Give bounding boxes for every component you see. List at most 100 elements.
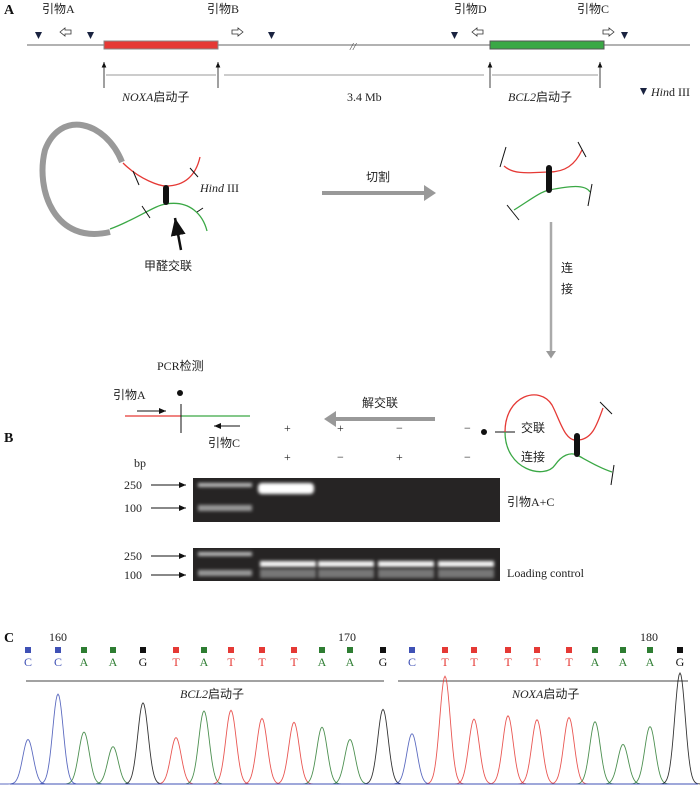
base-call-T: T xyxy=(227,655,235,669)
peak-T xyxy=(261,721,327,785)
primer-a-arrow-icon xyxy=(59,27,72,37)
base-call-marker xyxy=(291,647,297,653)
chromatogram xyxy=(0,671,700,785)
ladder-band-250 xyxy=(198,483,252,487)
base-call-T: T xyxy=(565,655,573,669)
ladder-band-100 xyxy=(198,505,252,511)
gel1-label: 引物A+C xyxy=(507,495,554,509)
base-call-marker xyxy=(592,647,598,653)
base-call-C: C xyxy=(54,655,62,669)
promoter-boundaries xyxy=(101,61,603,88)
ligation-sign-lane-3: + xyxy=(396,450,403,464)
peak-T xyxy=(536,716,602,785)
hindiii-sites xyxy=(35,32,628,39)
cut-fragments-diagram xyxy=(499,141,593,221)
reverse-crosslink-label: 解交联 xyxy=(362,395,398,410)
position-180: 180 xyxy=(640,630,658,644)
primer-b-label: 引物B xyxy=(207,2,239,16)
base-call-marker xyxy=(201,647,207,653)
gel-band-lower-lane-4 xyxy=(438,569,494,578)
crosslinked-loop-diagram xyxy=(39,121,208,251)
primer-direction-arrows xyxy=(59,27,615,37)
noxa-region-label: NOXA启动子 xyxy=(511,687,579,701)
peak-G xyxy=(350,708,416,785)
peak-T xyxy=(229,717,295,785)
hindiii-site-icon xyxy=(451,32,458,39)
base-call-T: T xyxy=(533,655,541,669)
gel-loading-control xyxy=(193,548,500,581)
primer-c-arrow-icon xyxy=(602,27,615,37)
base-call-marker xyxy=(55,647,61,653)
base-call-marker xyxy=(228,647,234,653)
ladder-band-250 xyxy=(198,552,252,556)
peak-A xyxy=(590,743,656,785)
base-call-marker xyxy=(566,647,572,653)
peak-T xyxy=(143,737,209,785)
base-call-marker xyxy=(505,647,511,653)
base-call-marker xyxy=(380,647,386,653)
ligation-sign-lane-4: − xyxy=(464,450,471,464)
bcl2-promoter-box xyxy=(489,40,605,50)
base-call-marker xyxy=(534,647,540,653)
base-call-marker xyxy=(409,647,415,653)
hindiii-site-icon xyxy=(35,32,42,39)
base-call-A: A xyxy=(109,655,118,669)
ligate-step-label-2: 接 xyxy=(561,281,573,296)
base-call-marker xyxy=(647,647,653,653)
base-call-A: A xyxy=(619,655,628,669)
hindiii-legend-icon xyxy=(640,88,647,95)
gel-band-lane-1 xyxy=(258,483,314,494)
pcr-primer-c-label: 引物C xyxy=(208,436,240,450)
base-call-T: T xyxy=(504,655,512,669)
peak-T xyxy=(504,718,570,785)
base-call-T: T xyxy=(290,655,298,669)
base-call-marker xyxy=(471,647,477,653)
panel-b: B ++−−+−+− 交联 连接 bp 250 100 引物A+C 250 10… xyxy=(4,420,585,582)
ligation-sign-lane-1: + xyxy=(284,450,291,464)
distance-label: 3.4 Mb xyxy=(347,90,382,104)
base-call-T: T xyxy=(470,655,478,669)
gel2-label: Loading control xyxy=(507,566,585,580)
pcr-primer-a-label: 引物A xyxy=(113,388,146,402)
base-call-A: A xyxy=(80,655,89,669)
panel-a: A 引物A 引物B 引物D 引物C // xyxy=(4,2,690,486)
ligation-sign-lane-2: − xyxy=(337,450,344,464)
ligation-row-label: 连接 xyxy=(521,449,545,464)
crosslink-row-label: 交联 xyxy=(521,420,545,435)
base-call-A: A xyxy=(200,655,209,669)
base-call-A: A xyxy=(318,655,327,669)
gel-band-lane-3 xyxy=(378,561,434,567)
gel-primer-ac xyxy=(193,478,500,522)
base-call-marker xyxy=(319,647,325,653)
base-call-C: C xyxy=(24,655,32,669)
cut-step-label: 切割 xyxy=(366,169,390,184)
peak-T xyxy=(198,709,264,785)
gel1-marker-100: 100 xyxy=(124,501,142,515)
crosslink-sign-lane-3: − xyxy=(396,421,403,435)
base-call-G: G xyxy=(379,655,388,669)
base-call-marker xyxy=(140,647,146,653)
crosslink-sign-lane-2: + xyxy=(337,421,344,435)
panel-a-label: A xyxy=(4,3,15,18)
primer-d-arrow-icon xyxy=(471,27,484,37)
pcr-detection-label: PCR检测 xyxy=(157,358,204,373)
bcl2-promoter-label: BCL2启动子 xyxy=(508,90,572,104)
ligate-step-label-1: 连 xyxy=(561,260,573,275)
gel-band-lane-1 xyxy=(260,561,316,567)
hindiii-site-icon xyxy=(268,32,275,39)
base-call-marker xyxy=(259,647,265,653)
primer-d-label: 引物D xyxy=(454,2,487,16)
peak-A xyxy=(51,731,117,785)
primer-c-label: 引物C xyxy=(577,2,609,16)
gel-band-lane-4 xyxy=(438,561,494,567)
gel2-marker-250: 250 xyxy=(124,549,142,563)
crosslink-label: 甲醛交联 xyxy=(144,258,192,273)
peak-A xyxy=(562,721,628,785)
base-call-marker xyxy=(25,647,31,653)
break-mark: // xyxy=(349,41,357,53)
primer-a-label: 引物A xyxy=(42,2,75,16)
base-call-T: T xyxy=(441,655,449,669)
position-170: 170 xyxy=(338,630,356,644)
